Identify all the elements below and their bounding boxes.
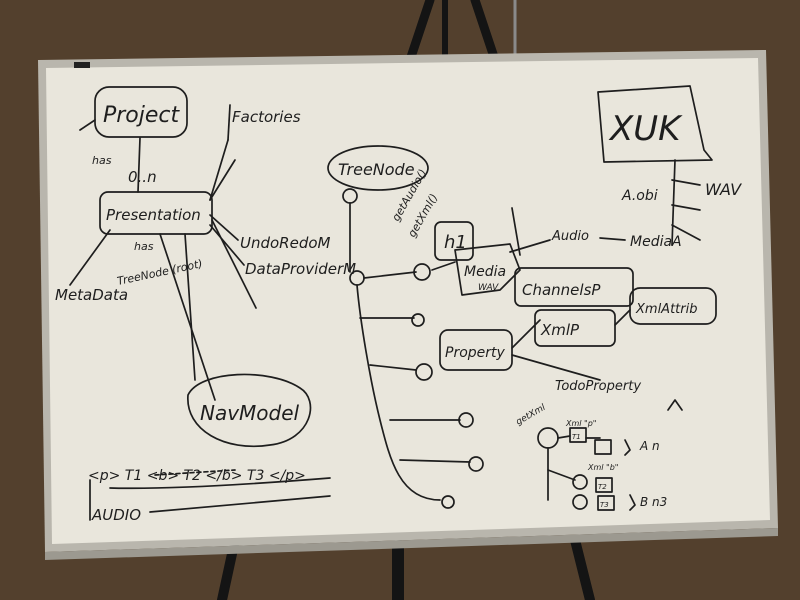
label-channelsp: ChannelsP <box>522 281 601 299</box>
label-presentation: Presentation <box>106 206 201 224</box>
label-xml-p-small: Xml "p" <box>565 419 596 428</box>
label-dataprovider: DataProviderM <box>245 260 356 278</box>
channelsp-box <box>514 267 634 307</box>
label-box-t1: T1 <box>572 433 581 441</box>
diagram-ink <box>69 85 717 521</box>
h1-box <box>434 221 474 261</box>
label-media: Media <box>464 264 506 280</box>
navmodel-blob <box>187 373 312 448</box>
label-factories: Factories <box>232 108 301 126</box>
label-todo: TodoProperty <box>555 379 641 394</box>
label-wav: WAV <box>705 180 742 199</box>
label-box-t3: T3 <box>600 501 609 509</box>
label-project: Project <box>103 103 181 128</box>
board-surface <box>46 58 770 544</box>
project-box <box>94 86 188 138</box>
xuk-box <box>597 85 713 163</box>
board-sticker <box>74 62 90 68</box>
label-property: Property <box>445 345 506 361</box>
xmlattrib-box <box>629 287 717 325</box>
presentation-box <box>99 191 213 235</box>
label-audio-word: Audio <box>551 229 589 244</box>
label-xuk: XUK <box>608 109 683 149</box>
easel <box>217 0 595 600</box>
label-b-3: B n3 <box>640 495 667 509</box>
label-undoredo: UndoRedoM <box>240 234 331 252</box>
label-wav-small: WAV <box>478 283 499 293</box>
label-box-t2: T2 <box>598 483 607 491</box>
label-audio: AUDIO <box>91 506 141 524</box>
label-metadata: MetaData <box>55 286 128 304</box>
label-a-n: A n <box>639 439 660 453</box>
media-box <box>454 243 521 296</box>
label-xmlp: XmlP <box>540 321 580 339</box>
label-xml-b-small: Xml "b" <box>587 463 618 472</box>
label-markup: <p> T1 <b> T2 </b> T3 </p> <box>88 468 306 484</box>
label-treenode: TreeNode <box>338 160 415 179</box>
label-navmodel: NavModel <box>200 401 300 425</box>
label-h1: h1 <box>444 232 467 253</box>
label-a-obi: A.obi <box>621 188 658 204</box>
label-media-a: MediaA <box>630 234 682 250</box>
property-box <box>439 329 513 371</box>
label-xmlattrib: XmlAttrib <box>635 302 697 317</box>
marker-tray <box>45 528 778 560</box>
label-has-mid: has <box>134 240 154 253</box>
label-has-top: has <box>92 154 112 167</box>
label-0-n: 0..n <box>128 168 157 186</box>
xmlp-box <box>534 309 616 347</box>
treenode-blob <box>327 145 429 191</box>
